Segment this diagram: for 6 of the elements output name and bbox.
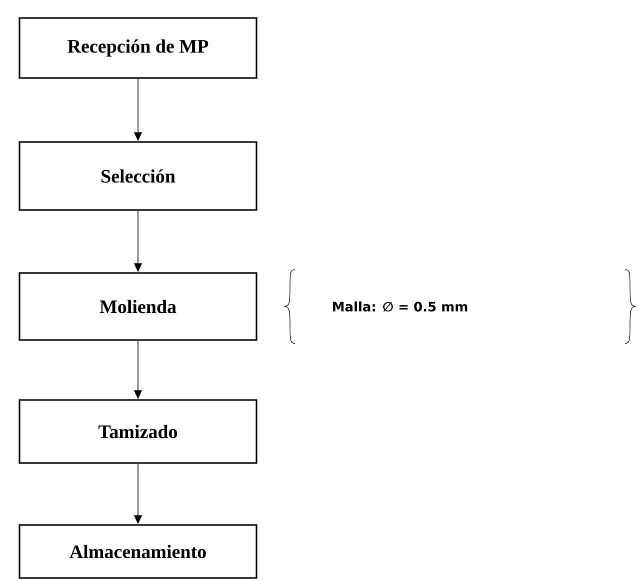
process-box: Almacenamiento	[18, 524, 258, 579]
note: Malla: ∅ = 0.5 mm	[333, 301, 468, 312]
process-box: Molienda	[18, 272, 258, 341]
process-box: Selección	[18, 141, 258, 211]
process-box: Recepción de MP	[18, 17, 258, 79]
process-box: Tamizado	[18, 399, 258, 464]
